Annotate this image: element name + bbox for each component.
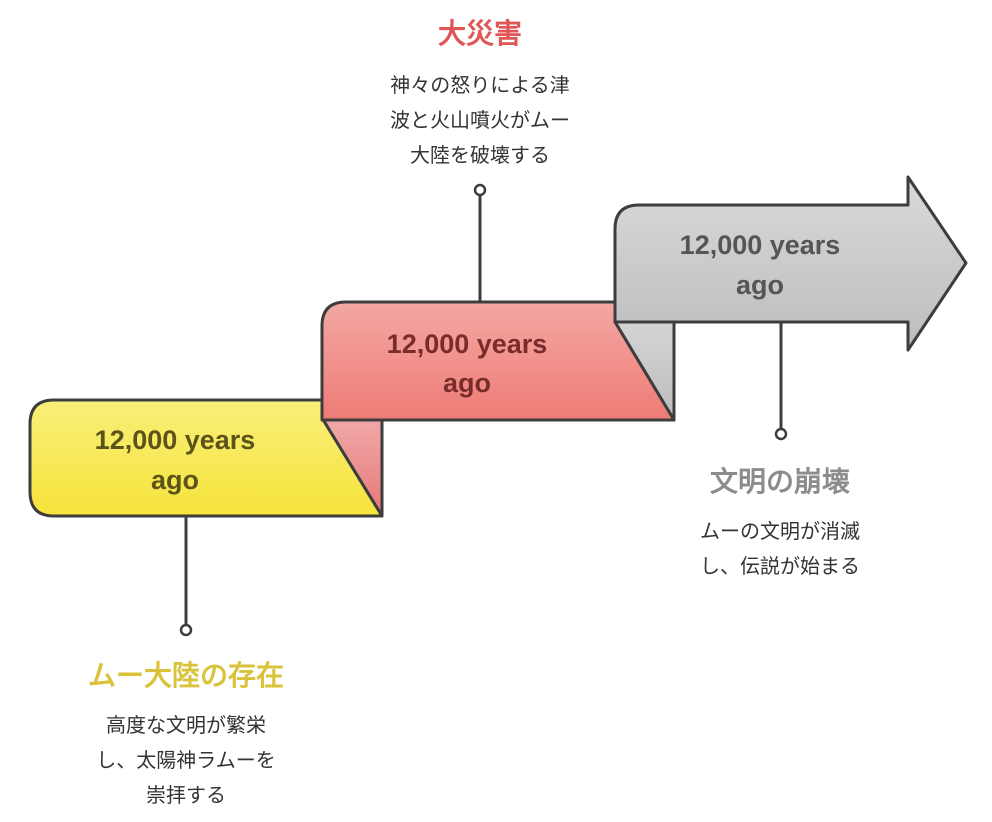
step-1-title: ムー大陸の存在	[87, 659, 284, 692]
step-1-desc-line3: 崇拝する	[146, 783, 226, 807]
step-1-connector-dot	[179, 623, 193, 637]
step-2-title: 大災害	[437, 17, 522, 50]
step-2-shape	[320, 300, 676, 422]
step-2-label-line2: ago	[443, 368, 491, 398]
step-3-arrow-shape	[613, 175, 968, 352]
step-2-description: 神々の怒りによる津 波と火山噴火がムー 大陸を破壊する	[320, 68, 640, 173]
step-3-desc-line2: し、伝説が始まる	[700, 554, 860, 578]
step-3-desc-line1: ムーの文明が消滅	[700, 519, 860, 543]
step-2-desc-line3: 大陸を破壊する	[410, 143, 550, 167]
step-3-title: 文明の崩壊	[709, 465, 850, 498]
step-2-desc-line1: 神々の怒りによる津	[390, 73, 570, 97]
step-1-desc-line2: し、太陽神ラムーを	[96, 748, 276, 772]
step-3-connector-dot	[774, 427, 788, 441]
step-3-label-line2: ago	[736, 270, 784, 300]
step-1-desc-line1: 高度な文明が繁栄	[106, 713, 266, 737]
step-3-description: ムーの文明が消滅 し、伝説が始まる	[625, 514, 935, 584]
step-2-connector-dot	[473, 183, 487, 197]
step-1-shape	[28, 398, 384, 518]
step-3-label-line1: 12,000 years	[680, 230, 841, 260]
step-1-label-line1: 12,000 years	[95, 425, 256, 455]
step-1-label-line2: ago	[151, 465, 199, 495]
step-2-label-line1: 12,000 years	[387, 329, 548, 359]
step-1-description: 高度な文明が繁栄 し、太陽神ラムーを 崇拝する	[30, 708, 342, 813]
step-2-desc-line2: 波と火山噴火がムー	[390, 108, 570, 132]
